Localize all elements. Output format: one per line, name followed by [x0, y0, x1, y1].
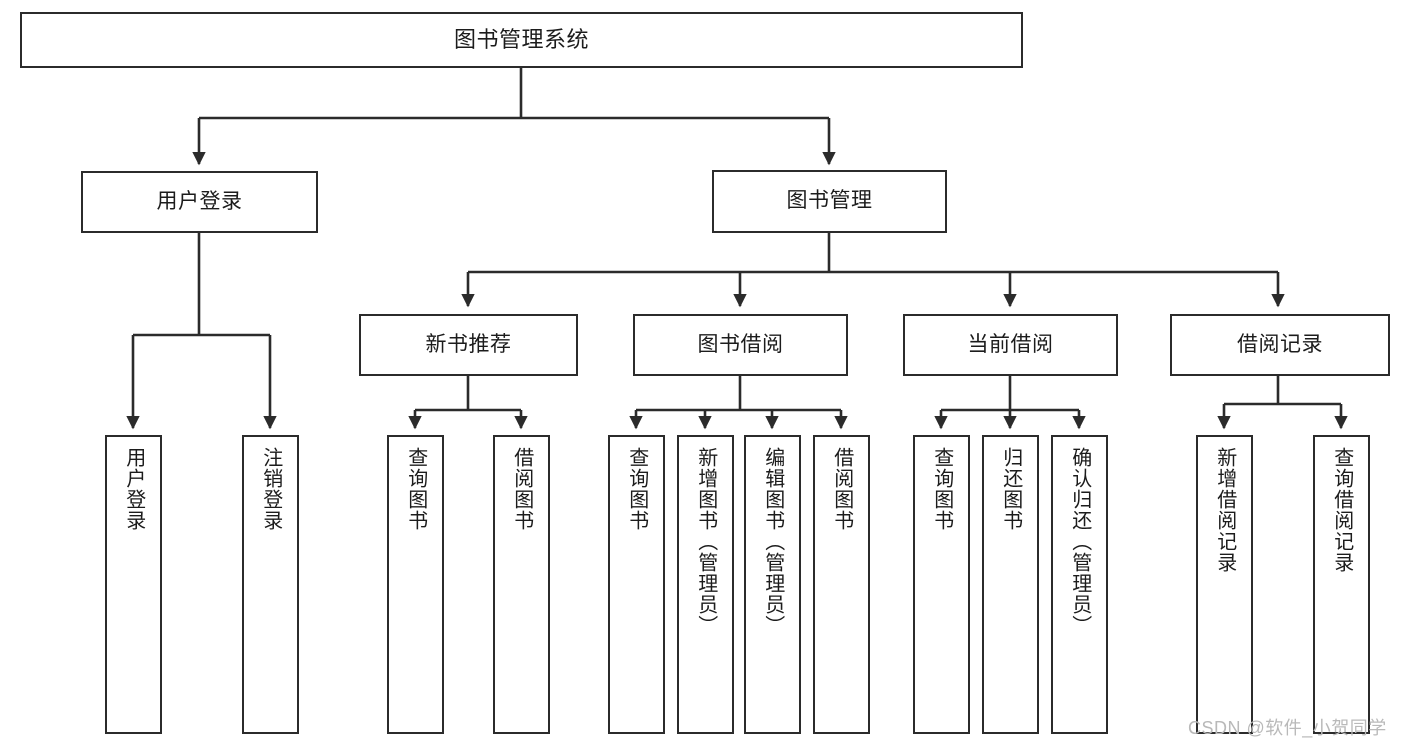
node-label: 借阅图书: [510, 447, 533, 531]
node-label: 图书管理系统: [453, 27, 589, 53]
node-new-book-recommend[interactable]: 新书推荐: [359, 314, 578, 376]
node-label: 用户登录: [156, 189, 243, 213]
node-label: 当前借阅: [967, 332, 1054, 356]
leaf-add-book-admin[interactable]: 新增图书（管理员）: [677, 435, 734, 734]
leaf-logout-login[interactable]: 注销登录: [242, 435, 299, 734]
node-label: 新书推荐: [425, 332, 512, 356]
node-label: 借阅图书: [830, 447, 853, 531]
leaf-user-login[interactable]: 用户登录: [105, 435, 162, 734]
node-label: 归还图书: [999, 447, 1022, 531]
csdn-watermark: CSDN @软件_小贺同学: [1188, 718, 1387, 738]
leaf-query-book-recommend[interactable]: 查询图书: [387, 435, 444, 734]
node-label: 借阅记录: [1237, 332, 1323, 356]
leaf-confirm-return-admin[interactable]: 确认归还（管理员）: [1051, 435, 1108, 734]
node-borrow-record[interactable]: 借阅记录: [1170, 314, 1390, 376]
node-label: 注销登录: [259, 447, 282, 531]
node-label: 新增借阅记录: [1213, 447, 1236, 573]
node-label: 查询图书: [625, 447, 648, 531]
leaf-borrow-book-recommend[interactable]: 借阅图书: [493, 435, 550, 734]
node-label: 确认归还（管理员）: [1068, 447, 1091, 636]
node-user-login[interactable]: 用户登录: [81, 171, 318, 233]
node-label: 图书借阅: [697, 332, 784, 356]
leaf-query-book-borrow[interactable]: 查询图书: [608, 435, 665, 734]
leaf-borrow-book[interactable]: 借阅图书: [813, 435, 870, 734]
node-root-system[interactable]: 图书管理系统: [20, 12, 1023, 68]
node-book-borrow[interactable]: 图书借阅: [633, 314, 848, 376]
leaf-add-borrow-record[interactable]: 新增借阅记录: [1196, 435, 1253, 734]
node-book-management[interactable]: 图书管理: [712, 170, 947, 233]
node-label: 查询借阅记录: [1330, 447, 1353, 573]
node-label: 查询图书: [404, 447, 427, 531]
node-label: 新增图书（管理员）: [694, 447, 717, 636]
leaf-query-book-current[interactable]: 查询图书: [913, 435, 970, 734]
node-label: 用户登录: [122, 447, 145, 531]
node-label: 图书管理: [786, 189, 873, 213]
leaf-query-borrow-record[interactable]: 查询借阅记录: [1313, 435, 1370, 734]
node-label: 编辑图书（管理员）: [761, 447, 784, 636]
node-current-borrow[interactable]: 当前借阅: [903, 314, 1118, 376]
leaf-edit-book-admin[interactable]: 编辑图书（管理员）: [744, 435, 801, 734]
node-label: 查询图书: [930, 447, 953, 531]
leaf-return-book[interactable]: 归还图书: [982, 435, 1039, 734]
